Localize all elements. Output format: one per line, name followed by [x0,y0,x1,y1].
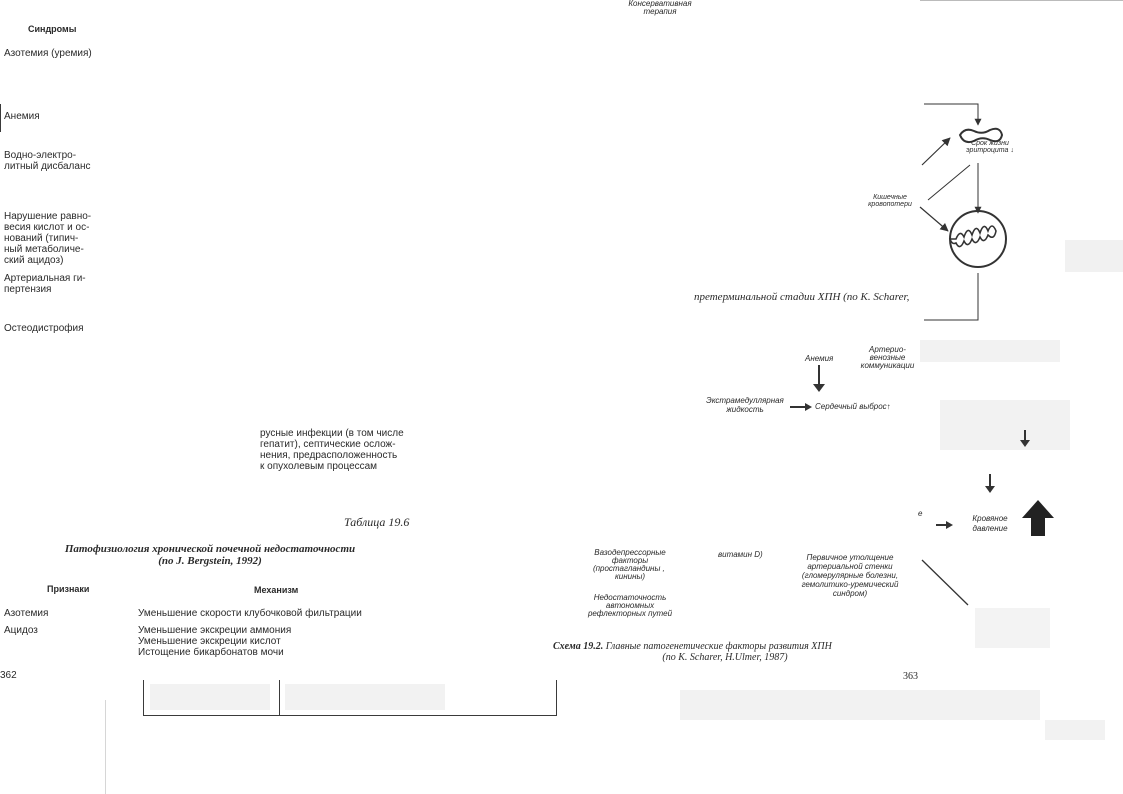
rbc-lifespan-text: Срок жизни эритроцита [966,140,1009,154]
syndrome-water-electrolyte: Водно-электро- литный дисбаланс [4,150,91,172]
scan-smudge [920,340,1060,362]
diagonal-connector [921,559,1050,648]
connector-line [927,164,971,201]
row-mechanism-acidosis: Уменьшение экскреции аммония Уменьшение … [138,625,292,658]
scan-smudge [975,608,1050,648]
caption-fragment: претерминальной стадии ХПН (по K. Schare… [694,291,910,303]
table-border-middle [279,680,280,716]
page-number-right: 363 [903,671,918,682]
rbc-diagram [919,103,1123,321]
page-number-left: 362 [0,670,17,681]
arrow-feed [924,103,982,126]
cell-inner-icon [948,225,997,248]
scan-smudge [940,400,1070,450]
syndrome-azotemia: Азотемия (уремия) [4,48,92,59]
table-border-right [556,680,557,716]
label-primary-thickening: Первичное утолщение артериальной стенки … [801,553,899,598]
arrowhead-icon [985,486,995,493]
faded-cell [285,684,445,710]
arrowhead-icon [1020,440,1030,447]
arrow-loss [919,206,949,232]
table-title-line1: Патофизиология хронической почечной недо… [64,543,356,555]
table-title: Патофизиология хронической почечной недо… [40,543,380,567]
scheme-text-line1: Главные патогенетические факторы развити… [605,641,832,652]
arrowhead-icon [813,384,825,392]
label-av-communications: Артерио- венозные коммуникации [860,345,915,370]
table-border-left [143,680,144,716]
arrow-right-bp [936,521,953,529]
scan-top-line [920,0,1123,1]
arrowhead-icon [805,403,812,411]
label-intestinal-loss: Кишечные кровопотери [868,194,912,208]
infection-text-fragment: русные инфекции (в том числе гепатит), с… [260,428,404,472]
label-reflex-insufficiency: Недостаточность автономных рефлекторных … [587,593,673,618]
cardiac-output-text: Сердечный выброс [815,402,887,411]
up-arrow-icon: ↑ [886,402,891,411]
label-cardiac-output: Сердечный выброс↑ [815,403,891,411]
arrowhead-icon [946,521,953,529]
scan-edge-line [0,104,1,132]
col-header-mechanism: Механизм [254,585,299,595]
scheme-text-line2: (по K. Scharer, H.Ulmer, 1987) [662,652,788,663]
big-up-arrow-icon [1022,500,1054,536]
arrow-to-rbc [921,137,951,166]
label-extramedullary: Экстрамедуллярная жидкость [706,396,784,414]
arrow-down-bp [985,474,995,493]
syndrome-anemia: Анемия [4,111,40,122]
faded-cell [150,684,270,710]
row-sign-acidosis: Ацидоз [4,625,38,636]
label-blood-pressure: Кровяное давление [972,514,1008,533]
row-sign-azotemia: Азотемия [4,608,49,619]
cell-outer-icon [949,210,1007,268]
erythrocyte-icon [958,127,1004,144]
row-mechanism-azotemia: Уменьшение скорости клубочковой фильтрац… [138,608,362,619]
syndrome-acid-base: Нарушение равно- весия кислот и ос- нова… [4,211,92,266]
arrow-return [924,273,979,321]
table-number: Таблица 19.6 [344,515,410,529]
table-title-line2: (по J. Bergstein, 1992) [158,555,262,567]
syndromes-header: Синдромы [28,24,77,34]
scheme-caption: Схема 19.2. Главные патогенетические фак… [553,641,832,652]
scan-smudge [1065,240,1123,272]
arrow-down-right [1020,430,1030,447]
label-anemia: Анемия [805,354,834,363]
table-border-bottom [143,715,557,716]
scan-fold-line [105,700,106,794]
label-rbc-lifespan: Срок жизни эритроцита ↓ [955,140,1025,154]
label-e-letter: е [918,509,923,518]
label-vitamin-d: витамин D) [718,550,763,559]
scheme-label: Схема 19.2. [553,641,604,652]
arrow-group-mid [790,365,825,411]
down-arrow-icon: ↓ [1010,147,1014,154]
label-vasodepressor: Вазодепрессорные факторы (простагландины… [592,548,666,581]
syndrome-hypertension: Артериальная ги- пертензия [4,273,86,295]
label-conservative-therapy: Консервативная терапия [628,0,692,16]
col-header-signs: Признаки [47,584,90,594]
scan-smudge [1045,720,1105,740]
scan-smudge [680,690,1040,720]
syndrome-osteodystrophy: Остеодистрофия [4,323,84,334]
